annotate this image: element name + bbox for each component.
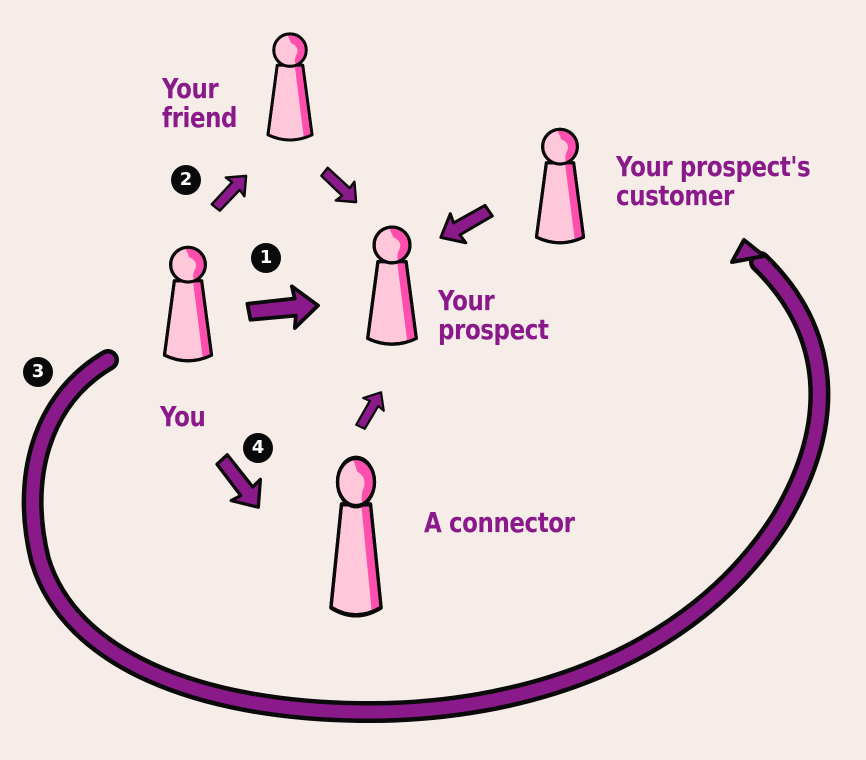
arrow-connector-to-prospect: [348, 384, 393, 435]
badge-path-4: 4: [243, 433, 273, 463]
label-connector: A connector: [424, 506, 575, 539]
arrow-you-to-friend: [204, 165, 257, 218]
arrow-you-to-prospect: [244, 282, 322, 334]
arrow-friend-to-prospect: [314, 160, 367, 213]
label-prospect: Your prospect: [438, 284, 549, 347]
badge-path-1: 1: [251, 243, 281, 273]
pawn-friend-icon: [266, 32, 314, 142]
label-customer: Your prospect's customer: [616, 150, 811, 213]
pawn-customer-icon: [534, 127, 586, 245]
badge-path-3: 3: [23, 357, 53, 387]
pawn-you-icon: [162, 245, 214, 363]
label-you: You: [160, 400, 206, 433]
curved-arrow-path-3: [21, 238, 831, 724]
arrow-customer-to-prospect: [431, 195, 500, 254]
pawn-connector-icon: [331, 458, 381, 615]
badge-path-2: 2: [171, 165, 201, 195]
pawn-prospect-icon: [366, 225, 418, 346]
label-friend: Your friend: [162, 72, 238, 135]
